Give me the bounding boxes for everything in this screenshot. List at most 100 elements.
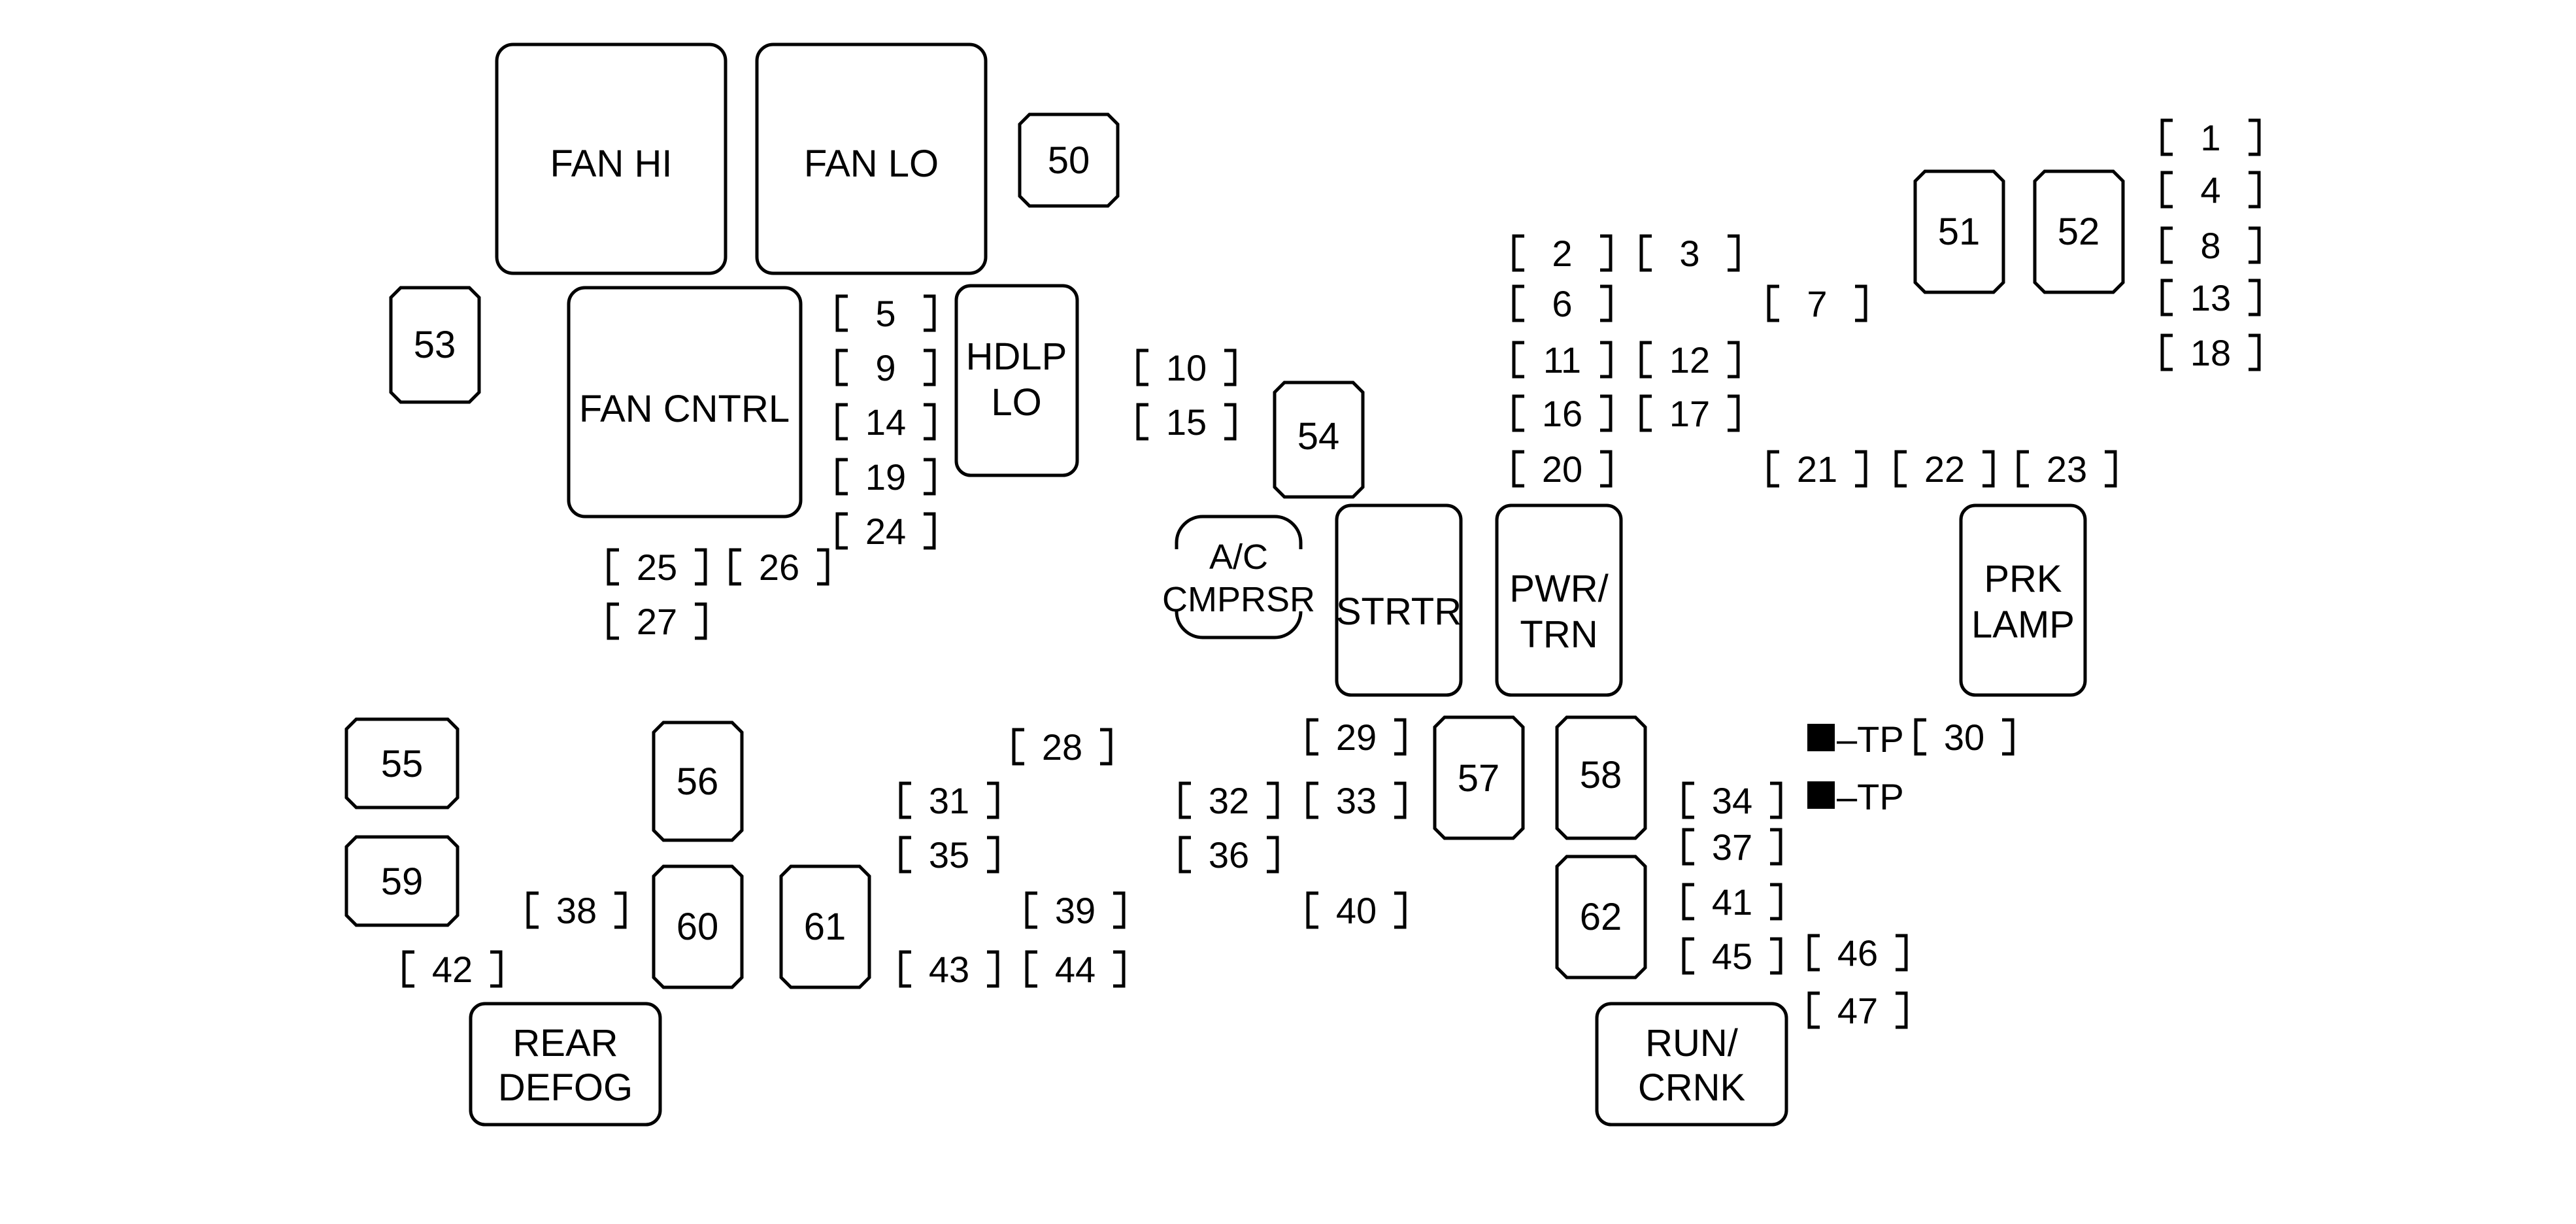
svg-text:46: 46 <box>1837 932 1878 974</box>
relay-label: 57 <box>1458 757 1500 800</box>
relay-label: PWR/ <box>1509 568 1609 610</box>
svg-text:13: 13 <box>2190 277 2231 318</box>
fuse-26: 26 <box>731 547 828 588</box>
fuse-10: 10 <box>1138 347 1235 388</box>
relay-label: STRTR <box>1336 590 1462 633</box>
fuse-35: 35 <box>901 834 997 876</box>
fuse-17: 17 <box>1641 393 1738 434</box>
fuse-32: 32 <box>1180 780 1277 821</box>
svg-text:5: 5 <box>875 293 895 334</box>
fuse-42: 42 <box>404 949 501 990</box>
test-point-label: –TP <box>1837 776 1904 817</box>
fuse-43: 43 <box>901 949 997 990</box>
svg-text:1: 1 <box>2200 117 2220 158</box>
relay-rear-defog: REAR DEFOG <box>469 1002 662 1127</box>
relay-label: HDLP <box>966 335 1067 378</box>
relay-fan-lo: FAN LO <box>755 42 988 275</box>
fuse-19: 19 <box>837 456 934 498</box>
svg-text:24: 24 <box>865 511 906 552</box>
relay-label: DEFOG <box>498 1066 633 1109</box>
relay-54: 54 <box>1273 381 1365 499</box>
fuse-2: 2 <box>1514 233 1611 274</box>
svg-text:28: 28 <box>1042 726 1082 768</box>
fuse-40: 40 <box>1308 890 1405 931</box>
svg-text:38: 38 <box>556 890 597 931</box>
relay-label: REAR <box>512 1022 618 1064</box>
svg-text:23: 23 <box>2047 449 2087 490</box>
relay-label: 53 <box>414 324 456 366</box>
relay-58: 58 <box>1555 715 1647 840</box>
relay-56: 56 <box>652 721 744 842</box>
svg-text:27: 27 <box>637 601 677 642</box>
relay-52: 52 <box>2033 169 2125 294</box>
relay-label: LO <box>991 381 1041 424</box>
svg-text:42: 42 <box>432 949 473 990</box>
fuse-5: 5 <box>837 293 934 334</box>
relay-pwr-trn: PWR/ TRN <box>1495 503 1623 697</box>
fuse-7: 7 <box>1769 283 1865 324</box>
svg-text:33: 33 <box>1336 780 1377 821</box>
svg-text:43: 43 <box>929 949 969 990</box>
relay-label: CRNK <box>1638 1066 1746 1109</box>
fuse-9: 9 <box>837 347 934 388</box>
fuse-20: 20 <box>1514 449 1611 490</box>
fuse-41: 41 <box>1684 881 1781 923</box>
svg-text:21: 21 <box>1797 449 1837 490</box>
relay-label: LAMP <box>1971 604 2075 646</box>
relay-label: 56 <box>677 760 719 803</box>
fuse-16: 16 <box>1514 393 1611 434</box>
relay-53: 53 <box>389 286 481 404</box>
svg-text:20: 20 <box>1542 449 1582 490</box>
fuse-21: 21 <box>1769 449 1865 490</box>
relay-ac-cmprsr: A/C CMPRSR <box>1162 515 1315 639</box>
svg-text:2: 2 <box>1552 233 1572 274</box>
svg-text:4: 4 <box>2200 169 2220 211</box>
fuse-45: 45 <box>1684 936 1781 977</box>
svg-text:25: 25 <box>637 547 677 588</box>
svg-text:6: 6 <box>1552 283 1572 324</box>
svg-text:29: 29 <box>1336 717 1377 758</box>
svg-text:12: 12 <box>1669 339 1710 381</box>
relay-62: 62 <box>1555 855 1647 979</box>
relay-prk-lamp: PRK LAMP <box>1959 503 2087 697</box>
fuse-11: 11 <box>1514 339 1611 381</box>
relay-label: FAN CNTRL <box>579 388 790 430</box>
relay-strtr: STRTR <box>1335 503 1463 697</box>
fuse-14: 14 <box>837 401 934 443</box>
svg-text:36: 36 <box>1209 834 1249 876</box>
test-point-1: –TP <box>1807 719 1904 760</box>
fuse-8: 8 <box>2162 225 2259 266</box>
fuse-3: 3 <box>1641 233 1738 274</box>
fuse-1: 1 <box>2162 117 2259 158</box>
fuse-28: 28 <box>1014 726 1111 768</box>
relay-label: 62 <box>1580 896 1622 938</box>
svg-text:16: 16 <box>1542 393 1582 434</box>
svg-text:14: 14 <box>865 401 906 443</box>
fuse-18: 18 <box>2162 332 2259 373</box>
relay-label: RUN/ <box>1645 1022 1739 1064</box>
relay-label: 52 <box>2058 211 2100 253</box>
fuse-29: 29 <box>1308 717 1405 758</box>
fuse-38: 38 <box>528 890 625 931</box>
fuse-12: 12 <box>1641 339 1738 381</box>
svg-text:32: 32 <box>1209 780 1249 821</box>
svg-text:11: 11 <box>1543 339 1581 381</box>
svg-text:45: 45 <box>1712 936 1752 977</box>
fuse-13: 13 <box>2162 277 2259 318</box>
svg-text:15: 15 <box>1166 401 1207 443</box>
relay-label: 59 <box>381 860 424 903</box>
relay-label: TRN <box>1520 613 1597 656</box>
svg-text:18: 18 <box>2190 332 2231 373</box>
relay-60: 60 <box>652 864 744 989</box>
svg-text:3: 3 <box>1679 233 1699 274</box>
svg-text:39: 39 <box>1055 890 1096 931</box>
relay-label: 54 <box>1297 415 1340 458</box>
fuse-39: 39 <box>1027 890 1124 931</box>
relay-label: 50 <box>1048 139 1090 182</box>
svg-text:47: 47 <box>1837 990 1878 1031</box>
relay-61: 61 <box>779 864 871 989</box>
relay-59: 59 <box>344 835 460 927</box>
svg-text:37: 37 <box>1712 826 1752 868</box>
svg-text:34: 34 <box>1712 780 1752 821</box>
